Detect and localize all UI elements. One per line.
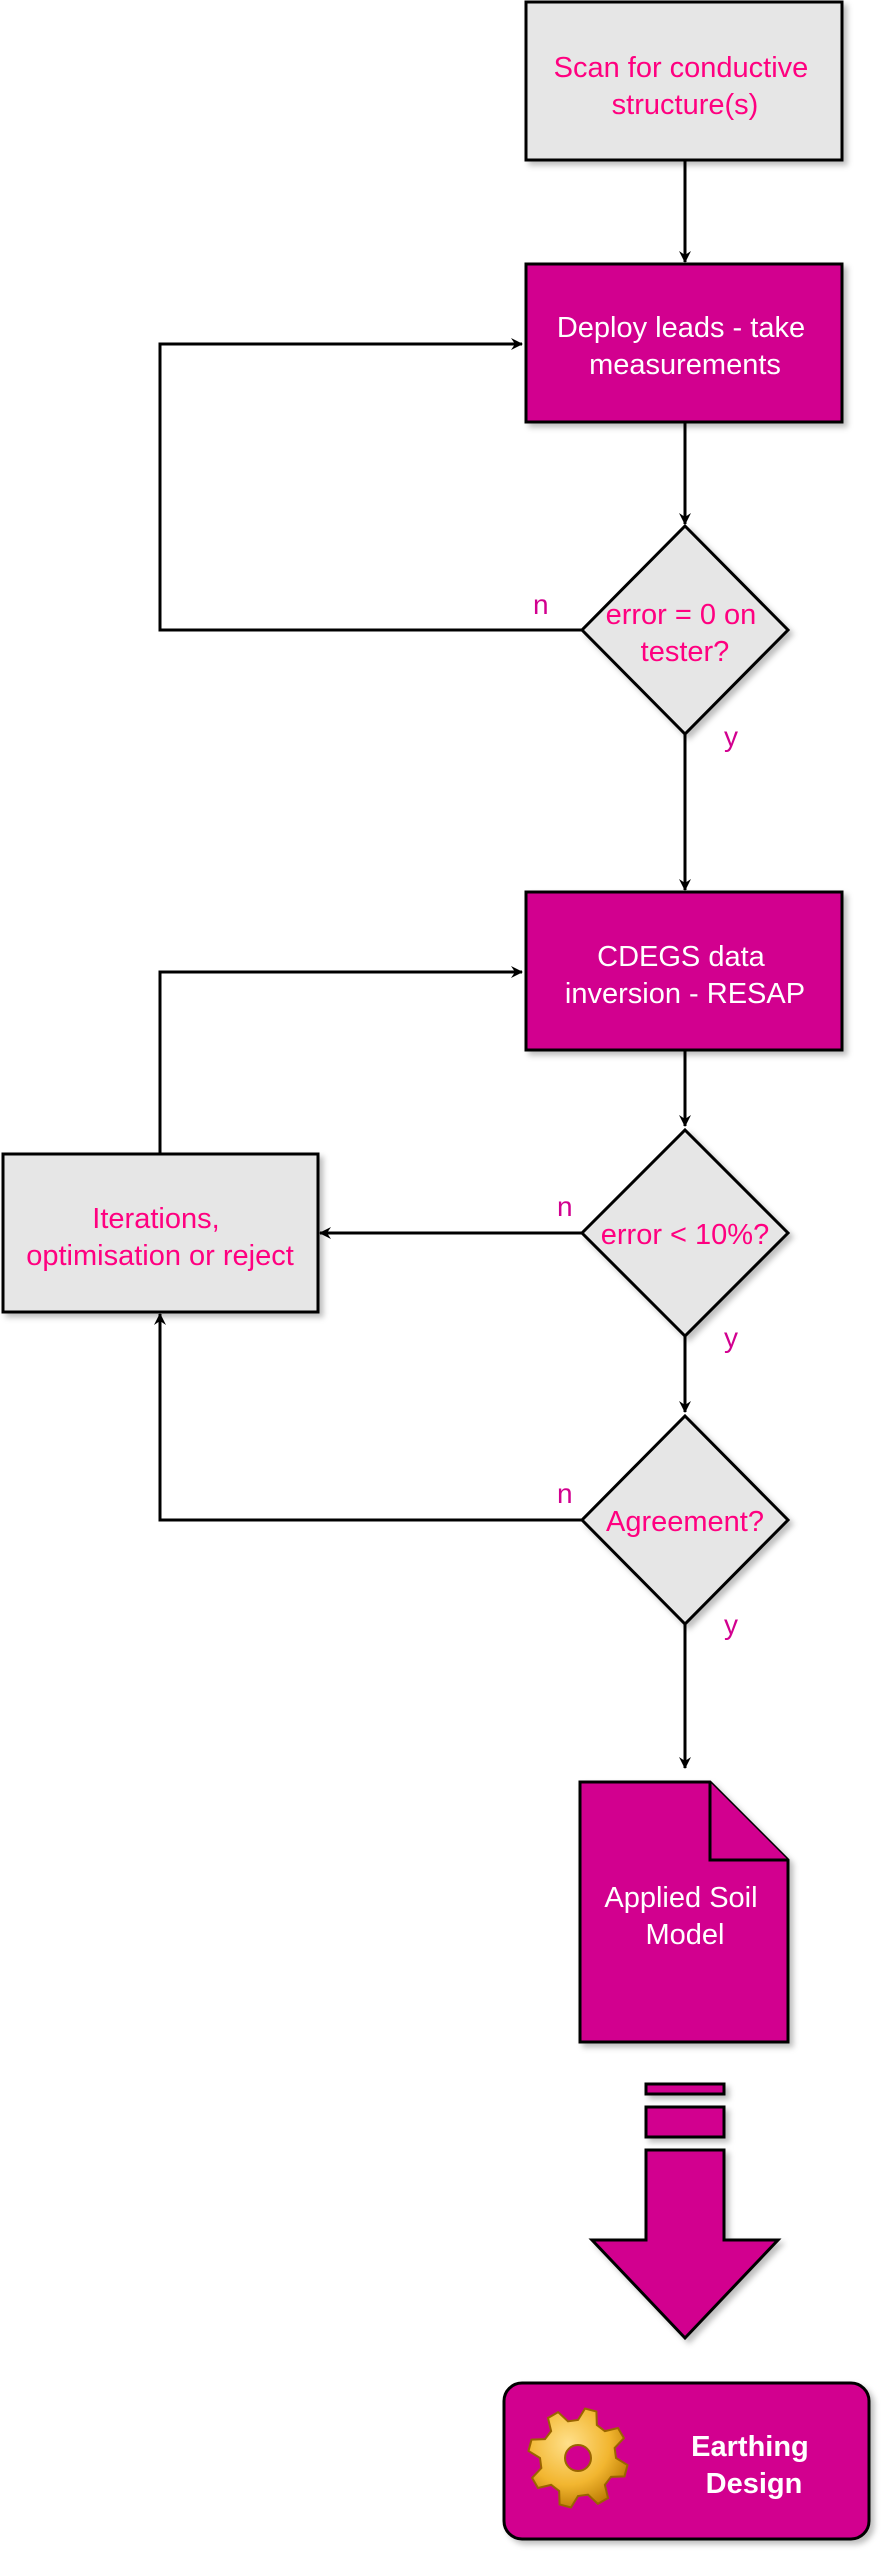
- decision-agreement-line-1: Agreement?: [606, 1506, 764, 1538]
- cdegs-box: [524, 890, 844, 1052]
- soil-model-line-2: Model: [646, 1919, 725, 1951]
- soil-model-folded-corner: [708, 1782, 788, 1862]
- decision-error-line-1: error < 10%?: [601, 1219, 769, 1251]
- iterations-label-line-1: Iterations,: [92, 1203, 219, 1235]
- decision-agreement-diamond: [579, 1413, 791, 1627]
- gear-icon: [527, 2407, 629, 2509]
- edge-labels: n y n y n y: [533, 589, 738, 1640]
- tester-no-label: n: [533, 589, 549, 620]
- node-scan: Scan for conductive structure(s): [524, 0, 844, 162]
- iterations-label-line-2: optimisation or reject: [26, 1240, 294, 1272]
- deploy-label-line-2: measurements: [589, 349, 781, 381]
- node-soil-model: Applied Soil Model: [578, 1780, 790, 2044]
- node-cdegs: CDEGS data inversion - RESAP: [524, 890, 844, 1052]
- iterations-label: Iterations, optimisation or reject: [26, 1203, 294, 1272]
- decision-agreement-label: Agreement?: [606, 1506, 764, 1538]
- edges: [154, 160, 691, 1769]
- scan-label: Scan for conductive structure(s): [554, 52, 817, 121]
- soil-model-line-1: Applied Soil: [604, 1882, 757, 1914]
- cdegs-label-line-1: CDEGS data: [597, 941, 765, 973]
- tester-yes-label: y: [724, 721, 738, 752]
- iterations-box: [1, 1152, 320, 1314]
- cdegs-label: CDEGS data inversion - RESAP: [565, 941, 805, 1010]
- decision-error-diamond: [579, 1127, 791, 1339]
- node-decision-error: error < 10%?: [579, 1127, 791, 1339]
- node-earthing: Earthing Design: [502, 2381, 871, 2541]
- arrow-body: [588, 2148, 782, 2341]
- node-decision-tester: error = 0 on tester?: [579, 523, 791, 737]
- soil-model-label: Applied Soil Model: [604, 1882, 765, 1951]
- node-iterations: Iterations, optimisation or reject: [1, 1152, 320, 1314]
- arrow-stripe-2: [644, 2105, 726, 2139]
- decision-error-label: error < 10%?: [601, 1219, 769, 1251]
- earthing-label: Earthing Design: [691, 2431, 817, 2500]
- earthing-label-line-1: Earthing: [691, 2431, 809, 2463]
- node-decision-agreement: Agreement?: [579, 1413, 791, 1627]
- deploy-box: [524, 262, 844, 424]
- cdegs-label-line-2: inversion - RESAP: [565, 978, 805, 1010]
- scan-label-line-1: Scan for conductive: [554, 52, 809, 84]
- decision-tester-diamond: [579, 523, 791, 737]
- deploy-label-line-1: Deploy leads - take: [557, 312, 805, 344]
- agreement-no-label: n: [557, 1478, 573, 1509]
- big-down-arrow: [588, 2082, 782, 2341]
- edge-iterations-back: [158, 966, 523, 1154]
- scan-label-line-2: structure(s): [612, 89, 759, 121]
- deploy-label: Deploy leads - take measurements: [557, 312, 813, 381]
- arrow-stripe-1: [644, 2082, 726, 2096]
- scan-box: [524, 0, 844, 162]
- decision-tester-label: error = 0 on tester?: [606, 599, 765, 668]
- earthing-label-line-2: Design: [706, 2468, 803, 2500]
- edge-tester-no-loop: [158, 338, 582, 632]
- decision-tester-line-2: tester?: [641, 636, 730, 668]
- node-deploy: Deploy leads - take measurements: [524, 262, 844, 424]
- error-yes-label: y: [724, 1322, 738, 1353]
- edge-agreement-no: [154, 1313, 582, 1522]
- error-no-label: n: [557, 1191, 573, 1222]
- agreement-yes-label: y: [724, 1609, 738, 1640]
- decision-tester-line-1: error = 0 on: [606, 599, 757, 631]
